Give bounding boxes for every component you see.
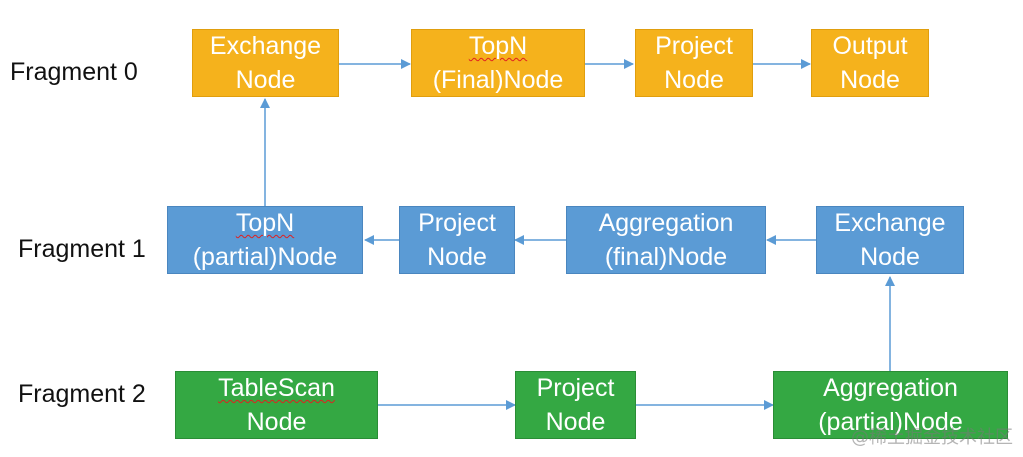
node-line2: Node xyxy=(840,66,900,94)
topn-partial-node: TopN (partial)Node xyxy=(167,206,363,274)
node-line2: Node xyxy=(545,408,606,436)
node-line1: Exchange xyxy=(209,32,322,60)
node-line1: Aggregation xyxy=(823,374,958,402)
node-line1: TopN xyxy=(468,32,528,60)
node-line1: TopN xyxy=(235,209,295,237)
output-node: Output Node xyxy=(811,29,929,97)
node-line2: Node xyxy=(246,408,307,436)
fragment-1-label: Fragment 1 xyxy=(18,235,146,263)
node-line2: (partial)Node xyxy=(192,243,338,271)
node-line2: (Final)Node xyxy=(432,66,564,94)
project-node-fragment-0: Project Node xyxy=(635,29,753,97)
node-line1: Project xyxy=(655,32,733,60)
node-line1: Project xyxy=(418,209,496,237)
watermark: @稀土掘金技术社区 xyxy=(851,427,1013,448)
aggregation-partial-node: Aggregation (partial)Node xyxy=(773,371,1008,439)
node-line2: Node xyxy=(664,66,724,94)
fragment-0-label: Fragment 0 xyxy=(10,58,138,86)
node-line2: Node xyxy=(427,243,487,271)
topn-final-node: TopN (Final)Node xyxy=(411,29,585,97)
node-line1: Exchange xyxy=(834,209,946,237)
node-line1: Project xyxy=(536,374,615,402)
tablescan-node: TableScan Node xyxy=(175,371,378,439)
node-line1: TableScan xyxy=(218,374,335,402)
project-node-fragment-1: Project Node xyxy=(399,206,515,274)
node-line2: Node xyxy=(860,243,920,271)
aggregation-final-node: Aggregation (final)Node xyxy=(566,206,766,274)
project-node-fragment-2: Project Node xyxy=(515,371,636,439)
exchange-node-fragment-0: Exchange Node xyxy=(192,29,339,97)
node-line2: (partial)Node xyxy=(818,408,963,436)
fragment-2-label: Fragment 2 xyxy=(18,380,146,408)
exchange-node-fragment-1: Exchange Node xyxy=(816,206,964,274)
node-line1: Output xyxy=(832,32,908,60)
node-line2: Node xyxy=(235,66,296,94)
node-line1: Aggregation xyxy=(598,209,734,237)
node-line2: (final)Node xyxy=(604,243,728,271)
